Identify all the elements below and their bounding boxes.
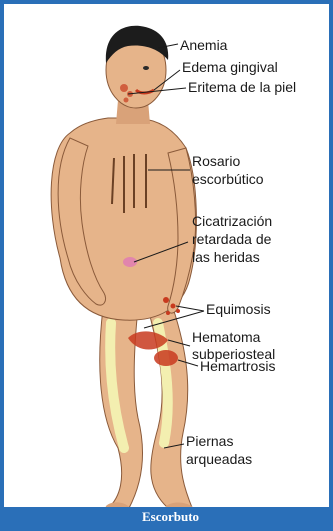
label-hemartrosis: Hemartrosis (200, 358, 275, 374)
label-rosario-line1: Rosario (192, 153, 240, 169)
label-equimosis: Equimosis (206, 301, 271, 317)
caption-bar: Escorbuto (4, 507, 333, 527)
label-eritema: Eritema de la piel (188, 79, 296, 95)
label-rosario-line2: escorbútico (192, 171, 264, 187)
label-cicatrizacion-line1: Cicatrización (192, 213, 272, 229)
label-cicatrizacion-line2: retardada de (192, 231, 272, 247)
leader-equimosis-1 (176, 306, 204, 311)
label-cicatrizacion-line3: las heridas (192, 249, 260, 265)
label-piernas-line1: Piernas (186, 433, 233, 449)
label-edema-gingival: Edema gingival (182, 59, 278, 75)
hemarthrosis (154, 350, 178, 366)
label-anemia: Anemia (180, 37, 228, 53)
label-piernas-line2: arqueadas (186, 451, 252, 467)
label-hematoma-line1: Hematoma (192, 329, 261, 345)
caption-title: Escorbuto (142, 509, 199, 524)
body-figure (51, 26, 196, 512)
face-spot (120, 84, 128, 92)
face-spot (124, 98, 129, 103)
eye (143, 66, 149, 70)
scurvy-illustration: Anemia Edema gingival Eritema de la piel… (8, 8, 333, 515)
labels: Anemia Edema gingival Eritema de la piel… (180, 37, 296, 467)
